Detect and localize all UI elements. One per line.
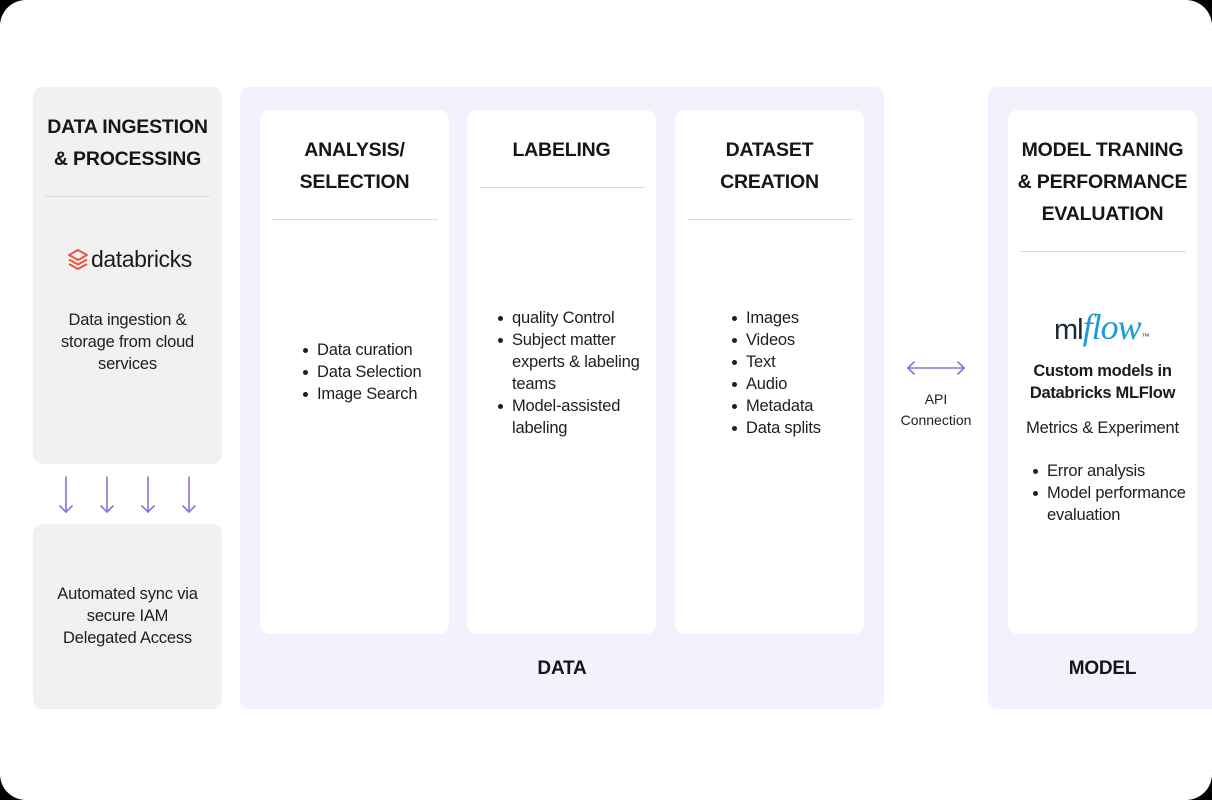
list-item: Videos (732, 329, 876, 351)
down-arrow-icon (141, 476, 155, 513)
api-connection-label: API Connection (900, 391, 972, 428)
list-item: quality Control (498, 307, 664, 329)
down-arrows (59, 476, 196, 513)
dataset-creation-title: DATASET CREATION (720, 139, 819, 193)
labeling-card: LABELING quality Control Subject matter … (467, 110, 656, 634)
list-item: Model-assisted labeling (498, 395, 664, 439)
dataset-creation-card: DATASET CREATION Images Videos Text Audi… (675, 110, 864, 634)
dataset-creation-list: Images Videos Text Audio Metadata Data s… (728, 307, 876, 439)
down-arrow-icon (182, 476, 196, 513)
list-item: Model performance evaluation (1033, 482, 1212, 526)
model-training-title: MODEL TRANING & PERFORMANCE EVALUATION (1017, 139, 1188, 225)
ingestion-description: Data ingestion & storage from cloud serv… (60, 311, 195, 373)
list-item: Metadata (732, 395, 876, 417)
databricks-logo-text: databricks (91, 246, 192, 272)
ingestion-box: DATA INGESTION & PROCESSING databricks D… (33, 87, 222, 464)
sync-box: Automated sync via secure IAM Delegated … (33, 524, 222, 709)
mlflow-logo-flow: flow (1082, 307, 1142, 347)
model-evaluation-list: Error analysis Model performance evaluat… (1029, 460, 1212, 526)
model-metrics: Metrics & Experiment (1026, 419, 1179, 437)
analysis-selection-divider (272, 219, 438, 220)
analysis-selection-card: ANALYSIS/ SELECTION Data curation Data S… (260, 110, 449, 634)
model-training-divider (1020, 251, 1186, 252)
dataset-creation-divider (687, 219, 853, 220)
list-item: Subject matter experts & labeling teams (498, 329, 664, 395)
bidirectional-arrow-icon (907, 361, 965, 375)
databricks-logo: databricks (67, 246, 192, 273)
down-arrow-icon (100, 476, 114, 513)
model-panel-label: MODEL (1068, 658, 1137, 679)
list-item: Image Search (303, 383, 462, 405)
labeling-title: LABELING (512, 139, 611, 161)
list-item: Data splits (732, 417, 876, 439)
model-subtitle: Custom models in Databricks MLFlow (1029, 362, 1176, 402)
ingestion-divider (45, 196, 210, 197)
analysis-selection-list: Data curation Data Selection Image Searc… (299, 339, 462, 405)
mlflow-logo-tm: ™ (1141, 332, 1150, 341)
model-training-card: MODEL TRANING & PERFORMANCE EVALUATION m… (1008, 110, 1197, 634)
list-item: Data Selection (303, 361, 462, 383)
mlflow-logo-ml: ml (1054, 314, 1084, 346)
list-item: Audio (732, 373, 876, 395)
down-arrow-icon (59, 476, 73, 513)
list-item: Data curation (303, 339, 462, 361)
sync-description: Automated sync via secure IAM Delegated … (57, 585, 198, 647)
ingestion-title: DATA INGESTION & PROCESSING (47, 116, 208, 170)
labeling-divider (479, 187, 645, 188)
list-item: Text (732, 351, 876, 373)
data-panel-label: DATA (537, 658, 587, 679)
list-item: Error analysis (1033, 460, 1212, 482)
list-item: Images (732, 307, 876, 329)
databricks-stack-icon (68, 248, 88, 270)
labeling-list: quality Control Subject matter experts &… (494, 307, 664, 439)
analysis-selection-title: ANALYSIS/ SELECTION (299, 139, 410, 193)
